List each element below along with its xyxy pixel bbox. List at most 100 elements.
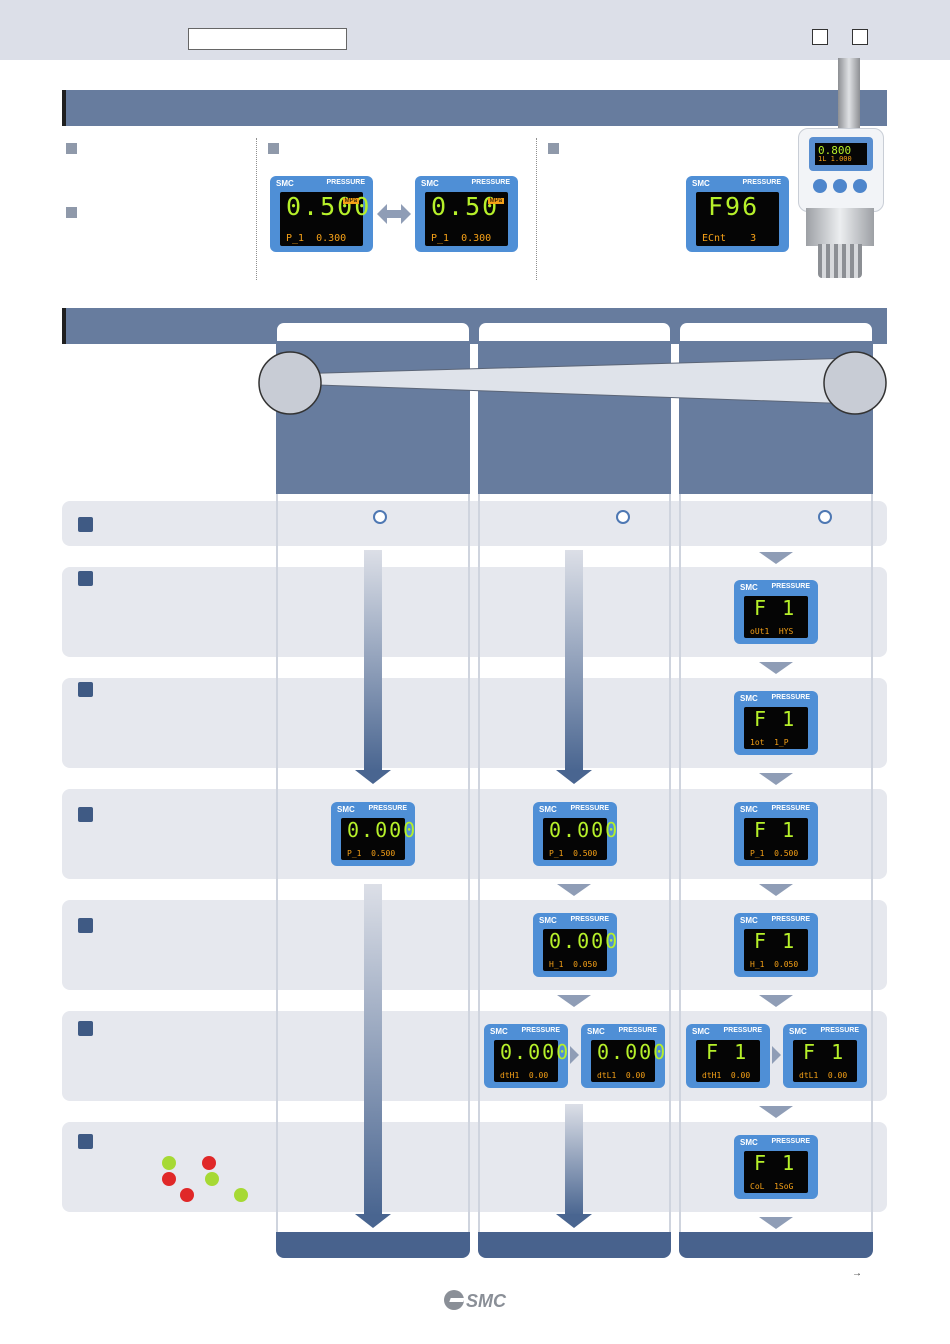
feature-divider-1 (256, 138, 257, 280)
lcd-sub-value: dtL1 0.00 (799, 1071, 848, 1080)
lcd-sub-value: P_1 0.500 (750, 849, 799, 858)
lcd-sub-value: ECnt 3 (702, 233, 757, 244)
header-checkbox-2[interactable] (852, 29, 868, 45)
column-line (871, 494, 873, 1232)
step-marker (78, 571, 93, 586)
lcd-main-value: 0.000 (347, 818, 415, 842)
product-cable (838, 58, 860, 130)
column-footer-3 (679, 1232, 873, 1258)
led-green (162, 1156, 176, 1170)
flow-arrow-down (355, 884, 391, 1228)
lcd-sub-value: P_1 0.500 (347, 849, 396, 858)
smc-brand: SMC (539, 805, 557, 814)
chevron-down-icon (759, 884, 793, 896)
header-bar (0, 0, 950, 60)
pressure-label: PRESSURE (771, 805, 810, 812)
ring-marker (373, 510, 387, 524)
lcd-main-value: 0.000 (597, 1040, 665, 1064)
unit-badge: MPa (342, 198, 359, 204)
product-main-value: 0.800 (818, 144, 852, 157)
smc-brand: SMC (740, 916, 758, 925)
ring-marker (616, 510, 630, 524)
header-checkbox-1[interactable] (812, 29, 828, 45)
smc-brand: SMC (276, 179, 294, 188)
lcd-sub-value: P_1 0.500 (549, 849, 598, 858)
smc-brand: SMC (789, 1027, 807, 1036)
product-display-housing: 0.800 1L 1.000 (809, 137, 873, 171)
display-c2-r4: SMC PRESSURE 0.000 P_1 0.500 (533, 802, 617, 866)
lcd-screen: F 1 P_1 0.500 (744, 818, 808, 860)
next-page-arrow: → (852, 1268, 862, 1279)
led-red (202, 1156, 216, 1170)
pressure-label: PRESSURE (471, 179, 510, 186)
chevron-down-icon (557, 995, 591, 1007)
flow-arrow-down (556, 550, 592, 784)
scale-wedge (289, 357, 857, 405)
flow-arrow-down (556, 1104, 592, 1228)
led-red (180, 1188, 194, 1202)
lcd-sub-value: oUt1 HYS (750, 627, 794, 636)
pressure-label: PRESSURE (742, 179, 781, 186)
chevron-down-icon (759, 995, 793, 1007)
lcd-screen: 0.50 MPa P_1 0.300 (425, 192, 508, 246)
column-line (468, 494, 470, 1232)
column-line (669, 494, 671, 1232)
title-box (188, 28, 347, 50)
pressure-label: PRESSURE (521, 1027, 560, 1034)
smc-brand: SMC (692, 179, 710, 188)
smc-brand: SMC (692, 1027, 710, 1036)
chevron-down-icon (759, 662, 793, 674)
column-header-2 (478, 322, 671, 494)
flow-arrow-down (355, 550, 391, 784)
chevron-down-icon (759, 1217, 793, 1229)
chevron-right-icon (570, 1046, 579, 1064)
lcd-main-value: F 1 (706, 1040, 749, 1064)
smc-brand: SMC (490, 1027, 508, 1036)
display-c3-r6b: SMC PRESSURE F 1 dtL1 0.00 (783, 1024, 867, 1088)
pressure-label: PRESSURE (368, 805, 407, 812)
scale-circle-small (258, 351, 322, 415)
lcd-screen: 0.500 MPa P_1 0.300 (280, 192, 369, 246)
lcd-screen: F 1 oUt1 HYS (744, 596, 808, 638)
pressure-label: PRESSURE (326, 179, 365, 186)
feature-divider-2 (536, 138, 537, 280)
step-marker (78, 682, 93, 697)
display-c1-r4: SMC PRESSURE 0.000 P_1 0.500 (331, 802, 415, 866)
display-feature-3: SMC PRESSURE F96 ECnt 3 (686, 176, 789, 252)
product-body: 0.800 1L 1.000 (798, 128, 884, 212)
lcd-main-value: F 1 (754, 596, 797, 620)
display-feature-1a: SMC PRESSURE 0.500 MPa P_1 0.300 (270, 176, 373, 252)
smc-brand: SMC (740, 805, 758, 814)
chevron-down-icon (759, 773, 793, 785)
display-c2-r5: SMC PRESSURE 0.000 H_1 0.050 (533, 913, 617, 977)
feature-bullet-3 (268, 143, 279, 154)
product-button-1 (813, 179, 827, 193)
display-c3-r3: SMC PRESSURE F 1 1ot 1_P (734, 691, 818, 755)
step-marker (78, 1021, 93, 1036)
display-feature-1b: SMC PRESSURE 0.50 MPa P_1 0.300 (415, 176, 518, 252)
lcd-main-value: F 1 (754, 818, 797, 842)
lcd-screen: 0.000 P_1 0.500 (341, 818, 415, 860)
column-line (276, 494, 278, 1232)
lcd-screen: F 1 CoL 1SoG (744, 1151, 808, 1193)
lcd-screen: 0.000 P_1 0.500 (543, 818, 617, 860)
lcd-sub-value: P_1 0.300 (286, 233, 347, 244)
pressure-label: PRESSURE (570, 805, 609, 812)
smc-brand: SMC (587, 1027, 605, 1036)
product-thread (818, 244, 862, 278)
lcd-sub-value: dtH1 0.00 (702, 1071, 751, 1080)
display-c3-r6a: SMC PRESSURE F 1 dtH1 0.00 (686, 1024, 770, 1088)
lcd-main-value: 0.000 (549, 929, 617, 953)
led-green (205, 1172, 219, 1186)
product-sub-value: 1L 1.000 (818, 155, 852, 163)
column-footer-1 (276, 1232, 470, 1258)
ring-marker (818, 510, 832, 524)
led-red (162, 1172, 176, 1186)
smc-brand: SMC (740, 583, 758, 592)
feature-bullet-2 (66, 207, 77, 218)
lcd-main-value: F 1 (754, 707, 797, 731)
lcd-screen: F 1 dtH1 0.00 (696, 1040, 760, 1082)
lcd-main-value: 0.000 (500, 1040, 568, 1064)
pressure-label: PRESSURE (771, 694, 810, 701)
lcd-main-value: F 1 (803, 1040, 846, 1064)
